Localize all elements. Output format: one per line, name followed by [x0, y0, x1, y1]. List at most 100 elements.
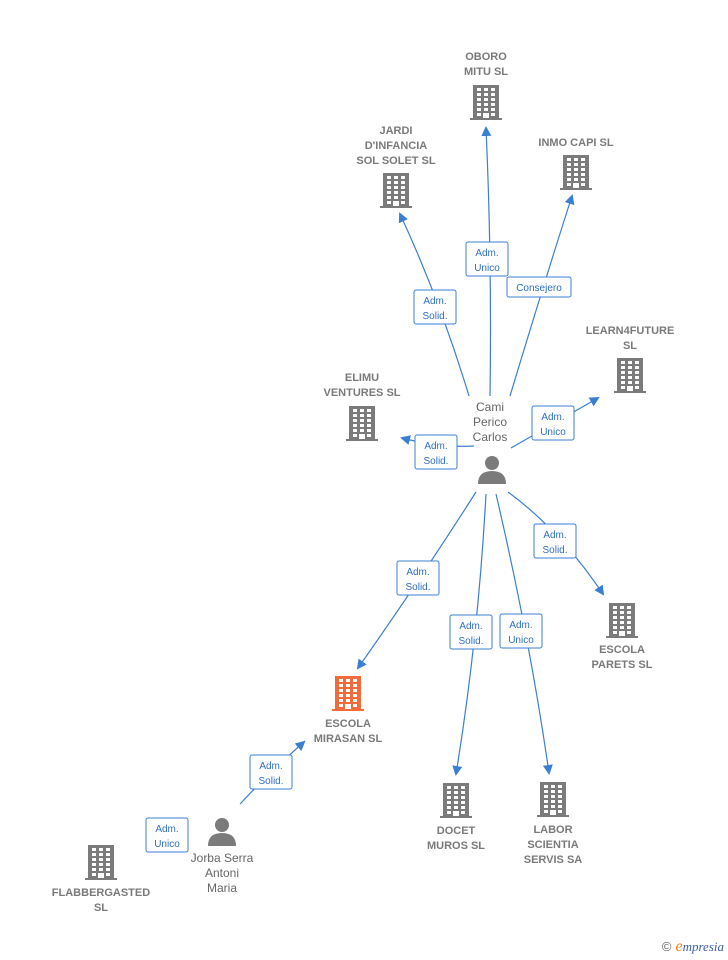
relation-label-box — [531, 405, 575, 441]
relation-label-r-mirasan[interactable]: Adm. Solid. — [396, 560, 440, 596]
relation-label-box — [414, 434, 458, 470]
relation-label-line: Unico — [508, 635, 534, 646]
company-label-line: SL — [94, 902, 108, 914]
company-node-flabber[interactable]: FLABBERGASTED SL — [52, 845, 150, 914]
building-icon[interactable] — [380, 173, 412, 208]
building-icon[interactable] — [85, 845, 117, 880]
relation-label-box — [413, 289, 457, 325]
person-label-line: Perico — [473, 415, 507, 429]
relation-label-r-oboro[interactable]: Adm. Unico — [465, 241, 509, 277]
building-icon[interactable] — [537, 782, 569, 817]
person-label-line: Carlos — [473, 430, 508, 444]
relation-label-r-inmo[interactable]: Consejero — [506, 276, 572, 298]
person-label-line: Cami — [476, 400, 504, 414]
relation-label-line: Adm. — [423, 296, 446, 307]
relation-label-line: Adm. — [475, 248, 498, 259]
person-label-line: Jorba Serra — [191, 851, 254, 865]
person-label-line: Antoni — [205, 866, 239, 880]
company-label-line: MITU SL — [464, 66, 508, 78]
relation-label-r-labor[interactable]: Adm. Unico — [499, 613, 543, 649]
relation-label-line: Adm. — [543, 530, 566, 541]
relation-label-line: Solid. — [422, 311, 447, 322]
relation-label-r-elimu[interactable]: Adm. Solid. — [414, 434, 458, 470]
company-label-line: ESCOLA — [599, 644, 645, 656]
building-icon[interactable] — [560, 155, 592, 190]
building-icon[interactable] — [440, 783, 472, 818]
company-label-line: LABOR — [533, 824, 572, 836]
company-node-oboro[interactable]: OBORO MITU SL — [464, 51, 508, 120]
relation-label-box — [249, 754, 293, 790]
building-icon[interactable] — [470, 85, 502, 120]
relation-label-line: Adm. — [424, 441, 447, 452]
relation-label-line: Solid. — [458, 636, 483, 647]
company-label-line: SCIENTIA — [527, 839, 578, 851]
relation-labels-layer: Adm.UnicoAdm.Solid.ConsejeroAdm.UnicoAdm… — [145, 241, 577, 853]
relation-label-r-jorba-mirasan[interactable]: Adm. Solid. — [249, 754, 293, 790]
person-label-line: Maria — [207, 881, 237, 895]
building-icon[interactable] — [332, 676, 364, 711]
company-node-labor[interactable]: LABOR SCIENTIA SERVIS SA — [524, 782, 583, 866]
company-label-line: VENTURES SL — [323, 387, 400, 399]
company-label-line: JARDI — [379, 125, 412, 137]
company-label-line: SL — [623, 340, 637, 352]
company-node-mirasan[interactable]: ESCOLA MIRASAN SL — [314, 676, 383, 745]
relation-label-box — [506, 276, 572, 298]
relation-label-box — [533, 523, 577, 559]
company-node-elimu[interactable]: ELIMU VENTURES SL — [323, 372, 401, 441]
relation-label-line: Adm. — [459, 621, 482, 632]
relation-label-line: Adm. — [155, 824, 178, 835]
company-label-line: DOCET — [437, 825, 476, 837]
relation-label-r-docet[interactable]: Adm. Solid. — [449, 614, 493, 650]
relation-label-line: Adm. — [406, 567, 429, 578]
company-label-line: INMO CAPI SL — [538, 137, 613, 149]
company-label-line: ELIMU — [345, 372, 379, 384]
relation-label-r-jorba-flabber[interactable]: Adm. Unico — [145, 817, 189, 853]
relation-label-box — [145, 817, 189, 853]
company-node-parets[interactable]: ESCOLA PARETS SL — [592, 603, 653, 671]
brand-logo-text: mpresia — [682, 939, 724, 954]
company-label-line: SERVIS SA — [524, 854, 583, 866]
company-node-inmo[interactable]: INMO CAPI SL — [538, 137, 614, 190]
relation-label-line: Solid. — [423, 456, 448, 467]
relation-label-line: Adm. — [259, 761, 282, 772]
company-label-line: SOL SOLET SL — [356, 155, 436, 167]
company-label-line: MUROS SL — [427, 840, 485, 852]
company-label-line: OBORO — [465, 51, 507, 63]
relation-label-line: Unico — [474, 263, 500, 274]
person-icon[interactable] — [208, 818, 236, 846]
company-node-learn[interactable]: LEARN4FUTURE SL — [586, 325, 675, 393]
relation-label-box — [396, 560, 440, 596]
relation-label-r-jardi[interactable]: Adm. Solid. — [413, 289, 457, 325]
relation-label-box — [465, 241, 509, 277]
person-icon[interactable] — [478, 456, 506, 484]
relation-label-line: Solid. — [258, 776, 283, 787]
company-label-line: PARETS SL — [592, 659, 653, 671]
relation-label-line: Adm. — [509, 620, 532, 631]
company-node-docet[interactable]: DOCET MUROS SL — [427, 783, 485, 852]
building-icon[interactable] — [614, 358, 646, 393]
relation-label-line: Solid. — [405, 582, 430, 593]
relation-label-box — [499, 613, 543, 649]
building-icon[interactable] — [606, 603, 638, 638]
relation-label-line: Adm. — [541, 412, 564, 423]
company-label-line: MIRASAN SL — [314, 733, 383, 745]
relation-label-line: Consejero — [516, 283, 562, 294]
relation-label-line: Unico — [154, 839, 180, 850]
copyright-icon: © — [661, 939, 672, 954]
brand-footer: ©empresia — [662, 938, 724, 956]
brand-logo-initial: e — [675, 938, 683, 955]
relation-label-r-learn[interactable]: Adm. Unico — [531, 405, 575, 441]
relation-label-r-parets[interactable]: Adm. Solid. — [533, 523, 577, 559]
company-label-line: FLABBERGASTED — [52, 887, 150, 899]
relation-label-box — [449, 614, 493, 650]
company-label-line: ESCOLA — [325, 718, 371, 730]
building-icon[interactable] — [346, 406, 378, 441]
relation-label-line: Unico — [540, 427, 566, 438]
relation-label-line: Solid. — [542, 545, 567, 556]
company-label-line: LEARN4FUTURE — [586, 325, 675, 337]
